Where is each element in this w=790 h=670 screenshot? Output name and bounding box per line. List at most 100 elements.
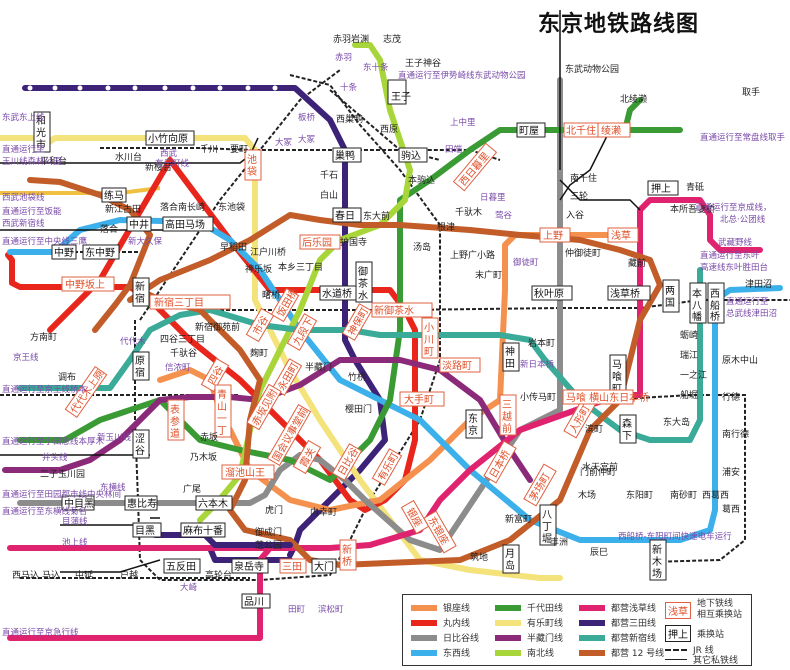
svg-text:三轮: 三轮 [570,190,588,202]
svg-text:一: 一 [217,414,227,425]
svg-text:千川: 千川 [200,144,218,155]
svg-text:大冢: 大冢 [275,137,292,148]
svg-text:新宿御苑前: 新宿御苑前 [195,321,240,333]
legend-hibiya: 日比谷线 [411,631,479,644]
svg-text:平和台: 平和台 [40,155,67,167]
svg-text:上野广小路: 上野广小路 [450,249,495,261]
chiyoda-swatch [495,604,521,611]
svg-text:竹桥: 竹桥 [348,371,366,383]
ginza-swatch [411,604,437,611]
svg-text:巢鸭: 巢鸭 [335,149,355,162]
svg-text:船堀: 船堀 [680,389,698,401]
legend-subway-transfer: 浅草 地下铁线 相互乘换站 [665,599,742,621]
svg-text:原: 原 [135,355,145,367]
svg-text:新: 新 [135,280,145,293]
svg-text:仲御徒町: 仲御徒町 [565,247,601,259]
svg-text:马: 马 [612,359,622,371]
map-legend: 银座线 丸内线 日比谷线 东西线 千代田线 有乐町线 半藏门线 南北线 都营浅草… [402,594,752,666]
map-title: 东京地铁路线图 [538,12,700,37]
svg-text:丰洲: 丰洲 [550,536,568,548]
svg-text:葛西: 葛西 [722,503,740,515]
svg-text:津田沼: 津田沼 [745,279,772,290]
svg-text:目黑: 目黑 [135,525,155,537]
svg-text:一之江: 一之江 [680,369,707,381]
svg-text:京王线: 京王线 [13,352,39,363]
svg-text:板桥: 板桥 [298,112,316,123]
svg-text:泉岳寺: 泉岳寺 [234,560,264,573]
svg-text:本: 本 [692,287,702,300]
svg-text:中野: 中野 [54,246,74,259]
svg-text:宿: 宿 [135,366,145,379]
svg-text:西武池袋线: 西武池袋线 [2,192,45,203]
jr-dash-sample [665,648,687,651]
svg-text:西武新宿线: 西武新宿线 [2,218,45,229]
svg-text:高田马场: 高田马场 [165,218,205,231]
svg-text:门前仲町: 门前仲町 [580,466,616,478]
mita-swatch [579,619,605,626]
svg-text:新大久保: 新大久保 [128,236,163,247]
svg-text:水道桥: 水道桥 [322,287,352,300]
svg-text:王子: 王子 [391,91,411,103]
svg-text:麻布十番: 麻布十番 [183,524,223,537]
svg-text:二子玉川园: 二子玉川园 [40,469,85,480]
svg-text:中延: 中延 [75,569,93,581]
legend-ginza: 银座线 [411,601,470,614]
svg-text:虎门: 虎门 [265,504,283,516]
svg-text:东十条: 东十条 [363,62,389,73]
svg-text:袋: 袋 [247,165,257,178]
svg-text:大手町: 大手町 [404,393,434,406]
svg-text:和: 和 [36,115,46,127]
svg-text:直通运行至东叶: 直通运行至东叶 [700,250,760,261]
svg-text:直通运行至伊势崎线东武动物公园: 直通运行至伊势崎线东武动物公园 [398,70,526,81]
svg-text:东阳町: 东阳町 [626,489,653,501]
line-shinjuku [17,267,703,443]
legend-mita: 都营三田线 [579,616,656,629]
svg-text:北绫濑: 北绫濑 [620,93,647,105]
svg-text:大冢: 大冢 [298,134,315,145]
svg-text:驹込: 驹込 [401,149,421,162]
svg-text:代代木: 代代木 [120,336,146,347]
svg-text:芝公园: 芝公园 [255,539,282,551]
svg-text:半藏门: 半藏门 [305,361,332,373]
svg-text:前: 前 [502,422,512,435]
svg-text:早稻田: 早稻田 [220,242,247,253]
svg-text:直通运行至京成线，: 直通运行至京成线， [695,202,772,213]
svg-text:浦安: 浦安 [722,466,740,478]
svg-text:青: 青 [217,388,227,401]
legend-tozai: 东西线 [411,646,470,659]
svg-text:南砂町: 南砂町 [670,489,697,501]
svg-text:汤岛: 汤岛 [413,241,431,253]
tozai-swatch [411,649,437,656]
svg-text:市: 市 [36,138,46,151]
svg-text:春日: 春日 [335,210,355,222]
svg-text:西马込: 西马込 [12,570,39,581]
svg-text:直通运行至中央线三鹰: 直通运行至中央线三鹰 [2,236,88,247]
svg-text:新: 新 [652,543,662,556]
svg-text:东池袋: 东池袋 [218,201,245,213]
subway-transfer-sample: 浅草 [665,601,691,619]
svg-text:水: 水 [358,290,368,302]
svg-text:西: 西 [710,289,720,300]
legend-marunouchi: 丸内线 [411,616,470,629]
svg-text:武藏野线: 武藏野线 [718,237,753,248]
svg-text:调布: 调布 [58,371,76,383]
svg-text:护国寺: 护国寺 [340,236,367,248]
svg-text:麹町: 麹町 [250,347,268,359]
svg-text:宿: 宿 [135,292,145,305]
svg-text:道: 道 [170,427,180,440]
svg-text:水川台: 水川台 [115,151,142,163]
svg-text:大崎: 大崎 [180,582,198,593]
svg-text:中井: 中井 [129,218,149,231]
legend-shinjuku: 都营新宿线 [579,631,656,644]
svg-text:广尾: 广尾 [183,483,201,495]
legend-chiyoda: 千代田线 [495,601,563,614]
svg-text:月: 月 [505,548,515,560]
svg-text:浅草: 浅草 [611,229,631,242]
legend-private: 其它私铁线 [665,653,738,666]
through-service-notes: 直通运行至伊势崎线东武动物公园 直通运行至常盘线取手 直通运行至京成线， 北总·… [2,53,786,638]
legend-asakusa: 都营浅草线 [579,601,656,614]
svg-text:大门: 大门 [314,560,334,573]
svg-text:茶: 茶 [358,277,368,290]
asakusa-swatch [579,604,605,611]
svg-text:两: 两 [665,286,675,297]
